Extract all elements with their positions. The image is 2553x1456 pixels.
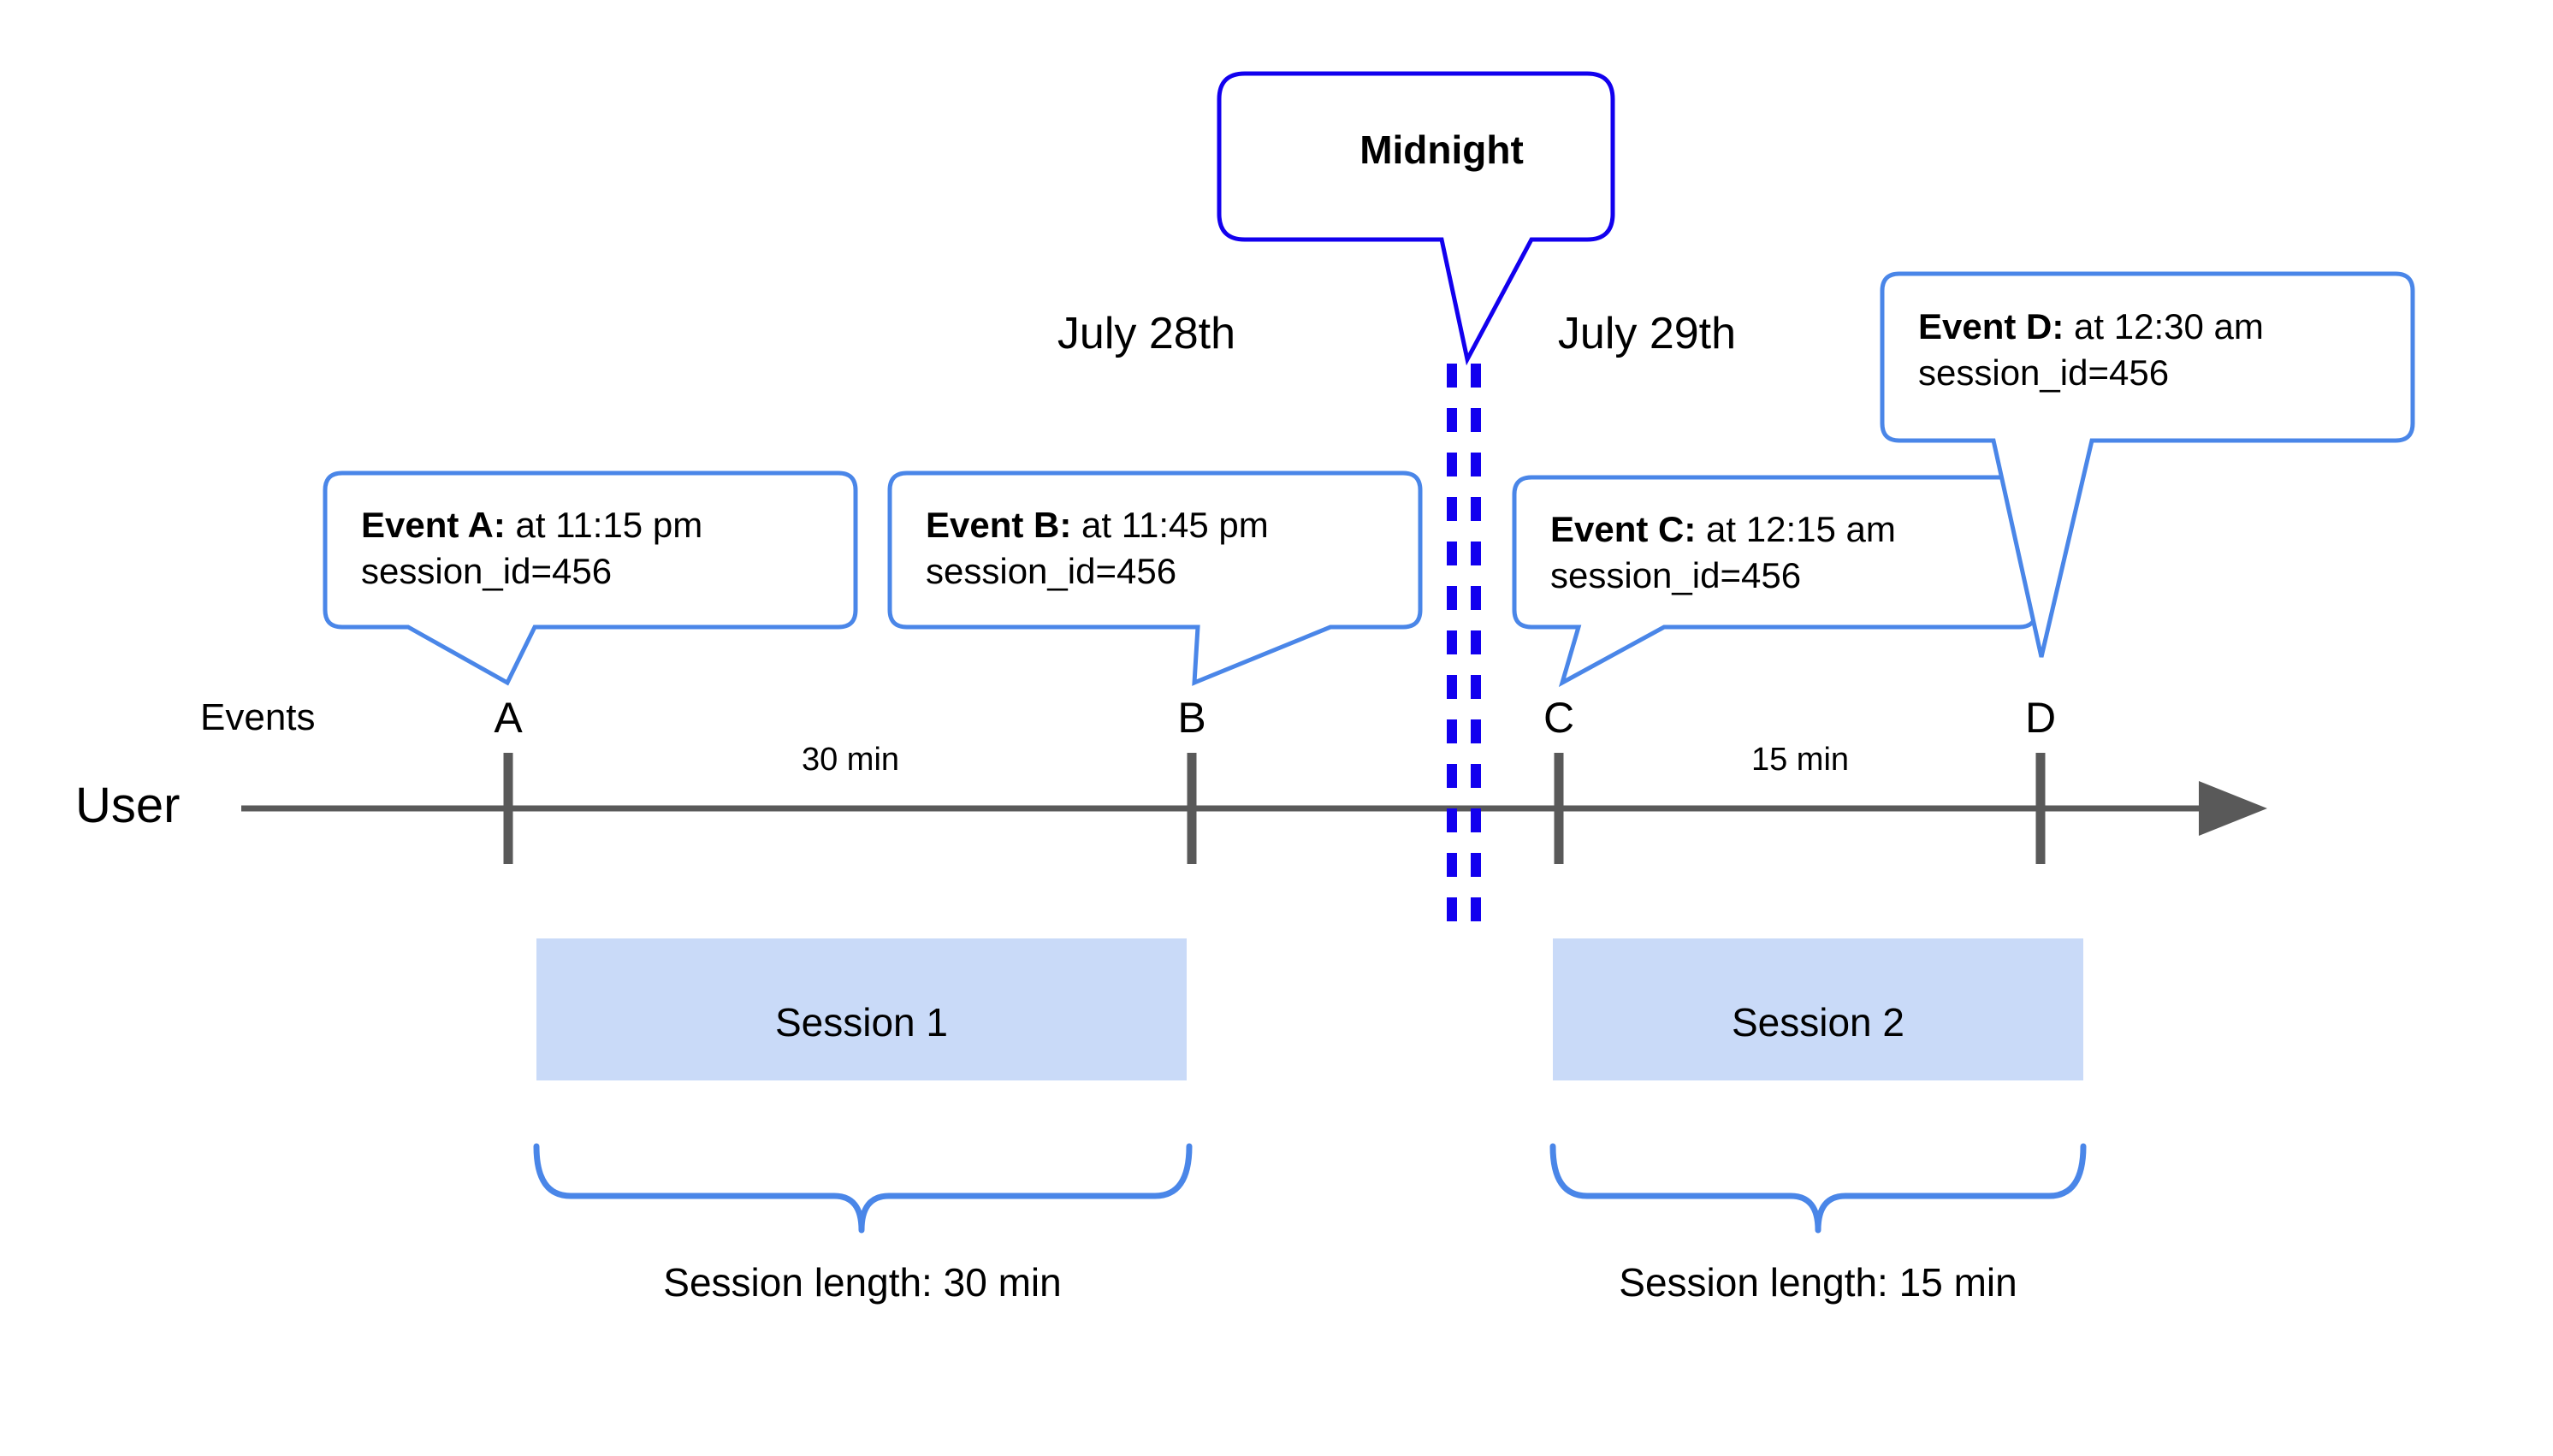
lane-label-user: User bbox=[75, 778, 181, 833]
event-d-callout-line2: session_id=456 bbox=[1918, 352, 2170, 393]
session-box-1 bbox=[536, 938, 1187, 1080]
event-d-callout-line1: Event D: at 12:30 am bbox=[1918, 304, 2264, 350]
event-a-callout-line1: Event A: at 11:15 pm bbox=[361, 502, 702, 548]
event-d-callout-bubble bbox=[1880, 271, 2415, 658]
event-c-callout-detail: at 12:15 am bbox=[1696, 509, 1896, 549]
lane-label-events: Events bbox=[200, 696, 316, 738]
session-2-brace bbox=[1549, 1143, 2087, 1234]
event-c-callout-title: Event C: bbox=[1550, 509, 1697, 549]
event-b-callout-line1: Event B: at 11:45 pm bbox=[926, 502, 1269, 548]
event-c-callout-line2: session_id=456 bbox=[1550, 554, 1802, 595]
event-b-callout-line2: session_id=456 bbox=[926, 550, 1177, 591]
gap-label-c-to-d: 15 min bbox=[1750, 742, 1850, 778]
event-b-callout-bubble bbox=[887, 471, 1423, 686]
event-d-callout-title: Event D: bbox=[1918, 306, 2064, 346]
event-c-callout-line1: Event C: at 12:15 am bbox=[1550, 506, 1896, 553]
session-box-label-1: Session 1 bbox=[774, 1000, 948, 1045]
date-label-left: July 28th bbox=[1057, 309, 1236, 358]
event-marker-label-b: B bbox=[1177, 694, 1206, 742]
event-c-callout-text: Event C: at 12:15 am session_id=456 bbox=[1550, 506, 1896, 599]
date-label-right: July 29th bbox=[1557, 309, 1737, 358]
event-a-callout-title: Event A: bbox=[361, 505, 506, 545]
event-marker-label-d: D bbox=[2024, 694, 2057, 742]
event-a-callout-line2: session_id=456 bbox=[361, 550, 613, 591]
session-1-brace bbox=[533, 1143, 1193, 1234]
session-box-label-2: Session 2 bbox=[1731, 1000, 1904, 1045]
session-length-caption-2: Session length: 15 min bbox=[1619, 1260, 2017, 1305]
midnight-callout-label: Midnight bbox=[1359, 127, 1524, 172]
event-a-callout-bubble bbox=[323, 471, 858, 686]
event-b-callout-text: Event B: at 11:45 pm session_id=456 bbox=[926, 502, 1269, 595]
session-length-caption-1: Session length: 30 min bbox=[663, 1260, 1062, 1305]
event-a-callout-text: Event A: at 11:15 pm session_id=456 bbox=[361, 502, 702, 595]
event-d-callout-text: Event D: at 12:30 am session_id=456 bbox=[1918, 304, 2264, 396]
session-box-2 bbox=[1553, 938, 2083, 1080]
event-d-callout-detail: at 12:30 am bbox=[2064, 306, 2264, 346]
timeline-arrow-head bbox=[2199, 781, 2267, 836]
event-marker-label-c: C bbox=[1543, 694, 1575, 742]
event-b-callout-title: Event B: bbox=[926, 505, 1072, 545]
event-marker-label-a: A bbox=[494, 694, 523, 742]
midnight-callout-bubble bbox=[1217, 71, 1615, 366]
event-a-callout-detail: at 11:15 pm bbox=[505, 505, 703, 545]
event-b-callout-detail: at 11:45 pm bbox=[1071, 505, 1269, 545]
gap-label-a-to-b: 30 min bbox=[801, 742, 900, 778]
